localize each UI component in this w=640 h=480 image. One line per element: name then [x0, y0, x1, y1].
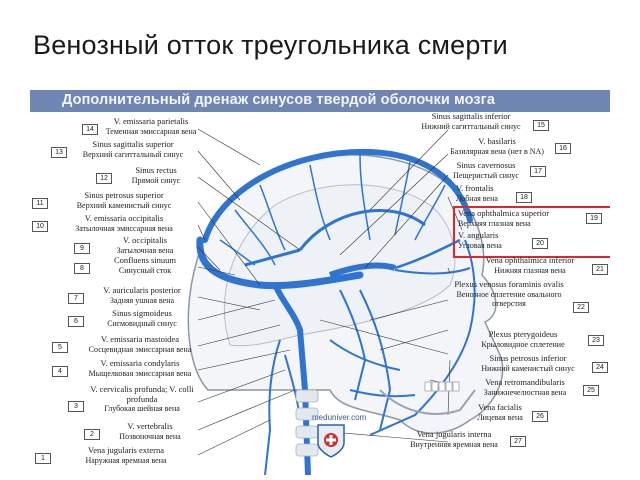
superior-sagittal-sinus	[202, 148, 473, 243]
label-number: 17	[530, 166, 546, 177]
head-illustration	[187, 128, 504, 475]
transverse-sinus	[196, 236, 364, 290]
sigmoid-sinus	[272, 283, 311, 475]
label-cervicalis-profunda: V. cervicalis profunda; V. colli profund…	[90, 384, 194, 414]
label-number: 1	[35, 453, 51, 464]
diagram-banner: Дополнительный дренаж синусов твердой об…	[30, 90, 610, 112]
label-number: 18	[516, 192, 532, 203]
label-number: 24	[592, 362, 608, 373]
label-number: 11	[32, 198, 48, 209]
label-number: 6	[68, 316, 84, 327]
cervical-vertebrae	[295, 389, 319, 457]
meduniver-logo	[317, 424, 345, 458]
label-number: 13	[51, 147, 67, 158]
ophthalmic-vein-inferior	[394, 267, 471, 275]
watermark: meduniver.com	[312, 413, 367, 422]
label-number: 25	[583, 385, 599, 396]
label-number: 15	[533, 120, 549, 131]
label-number: 14	[82, 124, 98, 135]
label-number: 23	[588, 335, 604, 346]
straight-sinus	[244, 248, 301, 267]
label-number: 20	[532, 238, 548, 249]
cerebral-veins	[219, 154, 446, 266]
label-number: 2	[84, 429, 100, 440]
label-number: 26	[532, 411, 548, 422]
label-number: 27	[510, 436, 526, 447]
highlight-box	[453, 206, 610, 258]
label-number: 8	[74, 263, 90, 274]
label-number: 9	[74, 243, 90, 254]
teeth	[424, 381, 460, 392]
jaw-bone	[379, 389, 476, 415]
label-number: 4	[52, 366, 68, 377]
label-number: 10	[32, 221, 48, 232]
label-number: 3	[68, 401, 84, 412]
label-number: 16	[555, 143, 571, 154]
banner-title: Дополнительный дренаж синусов твердой об…	[62, 92, 495, 108]
label-number: 22	[573, 302, 589, 313]
slide-title: Венозный отток треугольника смерти	[33, 30, 508, 60]
label-number: 21	[592, 264, 608, 275]
label-number: 19	[586, 213, 602, 224]
label-number: 12	[96, 173, 112, 184]
pointer-lines	[197, 128, 463, 456]
venous-drainage-diagram: Дополнительный дренаж синусов твердой об…	[30, 90, 610, 475]
inferior-sagittal-sinus	[298, 209, 426, 251]
label-number: 5	[52, 342, 68, 353]
label-number: 7	[68, 293, 84, 304]
cavernous-sinus	[329, 262, 396, 278]
